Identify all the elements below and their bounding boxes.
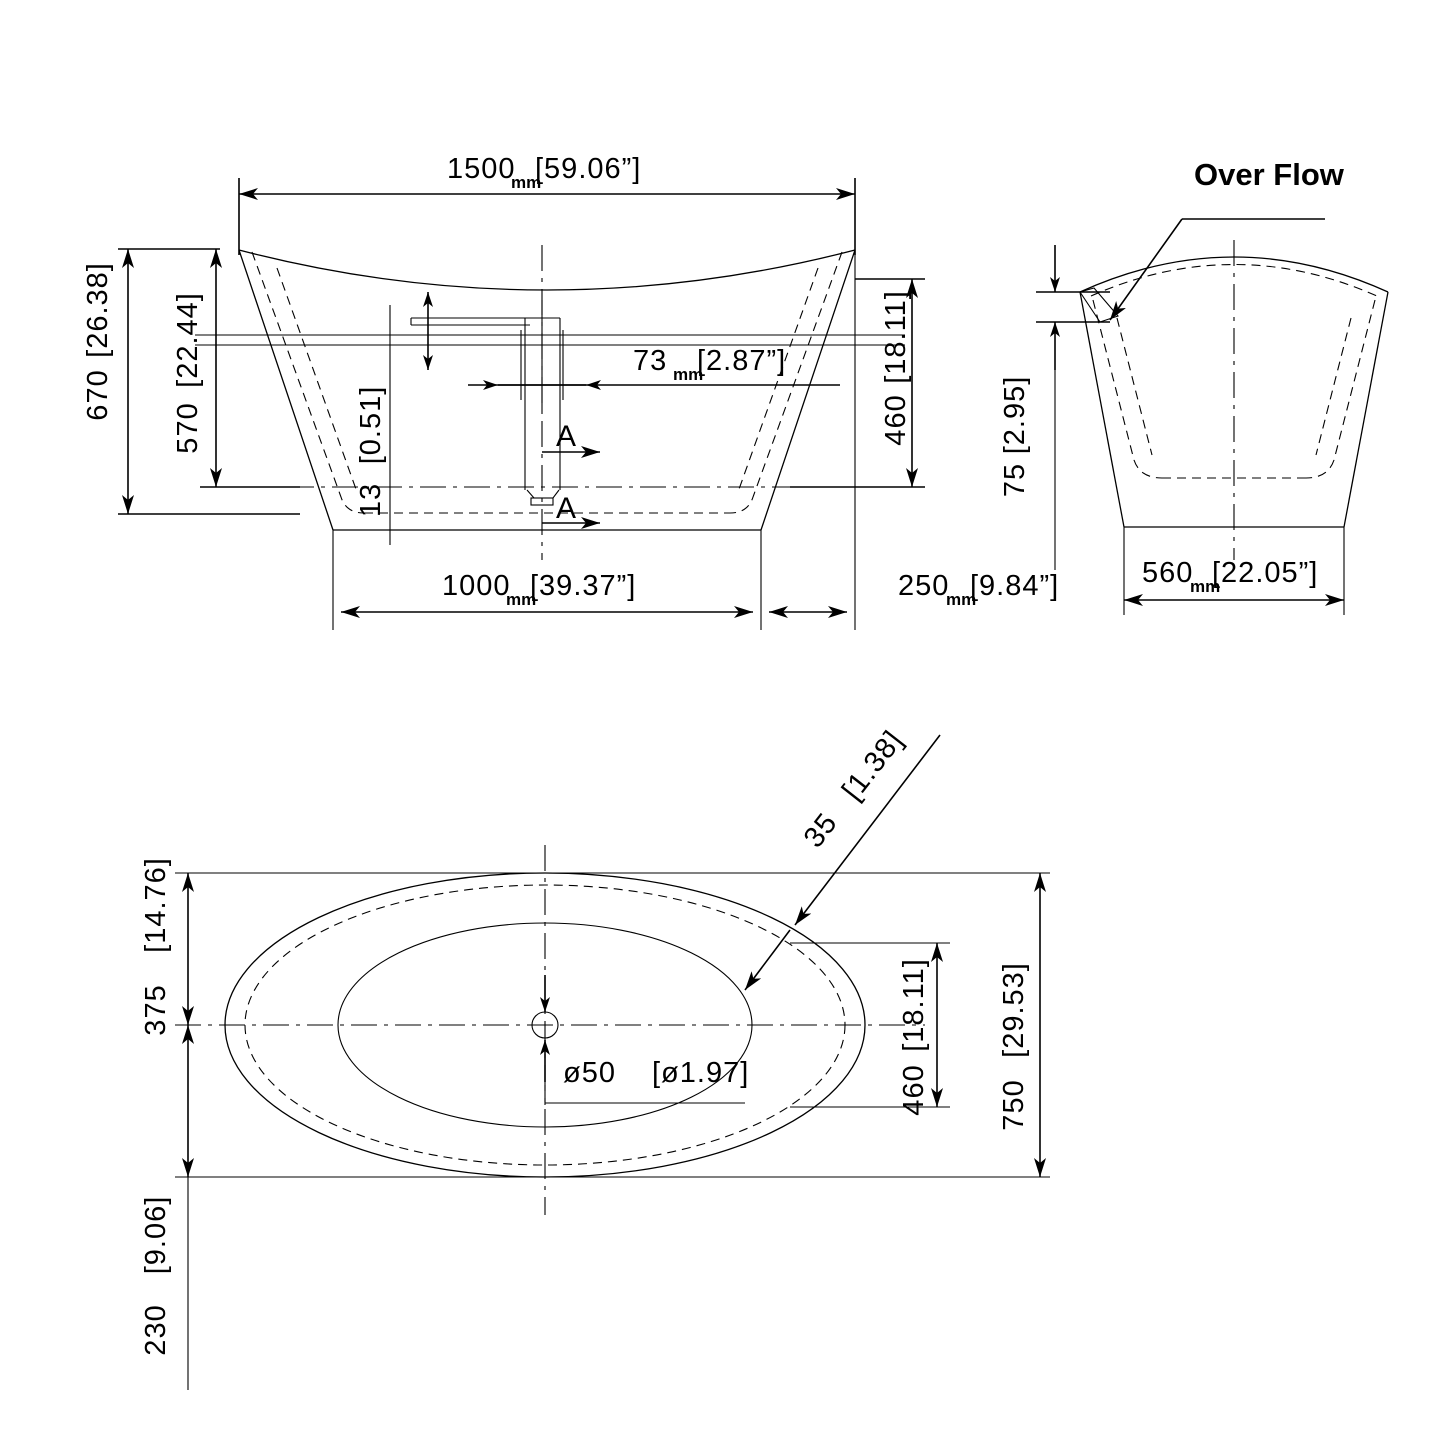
dim-unit-base-width: mm — [1190, 577, 1220, 596]
overflow-label: Over Flow — [1194, 157, 1345, 192]
dim-imp-drain-offset: [2.87”] — [697, 345, 786, 377]
dim-imp-foot-offset: [9.84”] — [970, 570, 1059, 602]
top-plan-view: 375 [14.76] 230 [9.06] 460 [18.11] 750 [… — [140, 725, 1050, 1390]
dim-text-foot-offset: 250 — [898, 570, 949, 602]
dim-inner-height — [790, 278, 925, 488]
dim-imp-overall-length: [59.06”] — [535, 153, 641, 185]
tub-inner-profile — [251, 251, 843, 514]
dim-text-plan-bottom-offset: 230 — [140, 1304, 172, 1355]
dim-drain-diameter — [540, 975, 745, 1105]
dim-text-base-length: 1000 — [442, 570, 511, 602]
dim-rim-height — [200, 249, 300, 488]
dim-imp-rim-height: [22.44] — [172, 292, 204, 388]
section-label-a-top: A — [556, 420, 576, 453]
dim-imp-inner-height: [18.11] — [880, 290, 912, 384]
dim-imp-rim-thickness: [1.38] — [836, 725, 910, 807]
dim-text-drain-offset: 73 — [633, 345, 667, 377]
dim-text-overall-height: 670 — [82, 369, 114, 420]
dim-base-width — [1123, 527, 1345, 615]
dim-side-lip — [1036, 245, 1110, 570]
dim-text-inner-height: 460 — [880, 394, 912, 445]
dim-unit-base-length: mm — [506, 590, 536, 609]
dim-unit-foot-offset: mm — [946, 590, 976, 609]
dim-text-overflow-thickness: 13 — [355, 483, 387, 517]
dim-overall-height — [118, 248, 300, 515]
front-elevation-view: 1500 mm [59.06”] 670 [26.38] 570 [22.44]… — [82, 153, 1059, 630]
dim-imp-plan-half-width: [14.76] — [140, 857, 172, 953]
dim-drain-offset — [468, 300, 840, 410]
dim-imp-overall-height: [26.38] — [82, 262, 114, 358]
dim-rim-thickness — [744, 734, 941, 991]
dim-imp-overflow-thickness: [0.51] — [355, 386, 387, 465]
dim-imp-base-length: [39.37”] — [530, 570, 636, 602]
dim-text-plan-inner-width: 460 — [898, 1064, 930, 1115]
overflow-leader-diagonal — [1109, 218, 1183, 321]
dim-imp-plan-inner-width: [18.11] — [898, 958, 930, 1052]
tub-outer-profile — [238, 249, 856, 531]
dim-text-plan-overall-width: 750 — [998, 1079, 1030, 1130]
drain-assembly — [410, 317, 561, 506]
dim-text-drain-diameter: ø50 — [563, 1057, 616, 1089]
dim-imp-base-width: [22.05”] — [1212, 557, 1318, 589]
dim-text-plan-half-width: 375 — [140, 984, 172, 1035]
dim-imp-plan-bottom-offset: [9.06] — [140, 1196, 172, 1275]
overflow-notch — [1079, 287, 1119, 323]
side-inner-profile — [1090, 263, 1378, 479]
dim-overflow-thickness — [389, 292, 433, 545]
dim-text-rim-height: 570 — [172, 402, 204, 453]
side-elevation-view: Over Flow — [999, 157, 1389, 615]
dim-imp-side-lip: [2.95] — [999, 376, 1031, 455]
section-label-a-bottom: A — [556, 492, 576, 525]
dim-text-overall-length: 1500 — [447, 153, 516, 185]
dim-imp-drain-diameter: [ø1.97] — [652, 1057, 749, 1089]
dim-text-rim-thickness: 35 — [798, 807, 844, 854]
dim-text-base-width: 560 — [1142, 557, 1193, 589]
dim-overall-length — [238, 178, 856, 255]
dim-text-side-lip: 75 — [999, 463, 1031, 497]
dim-unit-drain-offset: mm — [673, 365, 703, 384]
dim-unit-overall-length: mm — [511, 173, 541, 192]
section-marker-a — [542, 446, 600, 529]
dim-imp-plan-overall-width: [29.53] — [998, 962, 1030, 1058]
